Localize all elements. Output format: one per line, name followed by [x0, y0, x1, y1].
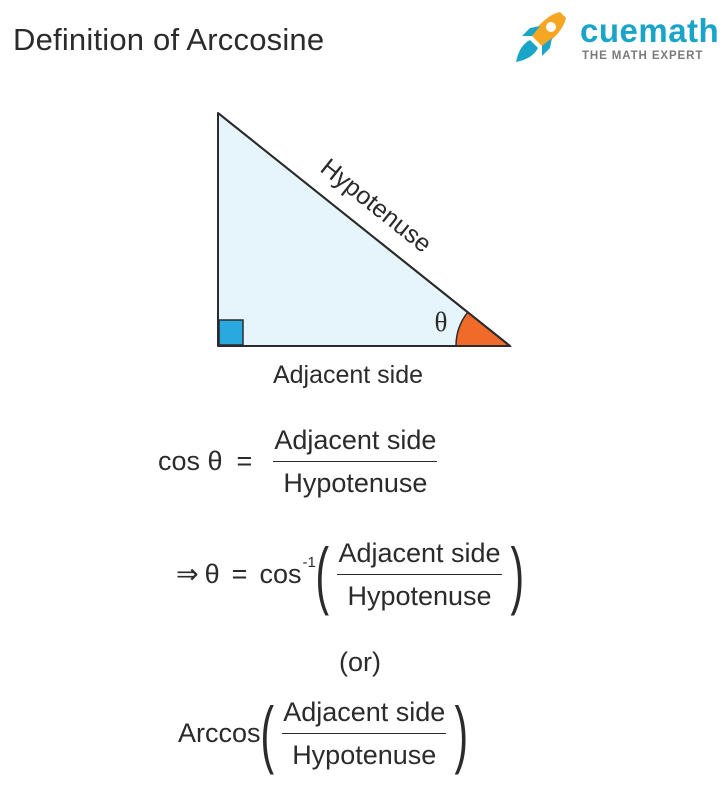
fraction-numerator: Adjacent side	[274, 425, 437, 455]
page-title: Definition of Arccosine	[13, 22, 325, 57]
fraction-numerator: Adjacent side	[283, 697, 446, 727]
right-angle-marker	[218, 319, 244, 346]
fraction-denominator: Hypotenuse	[282, 733, 447, 770]
ratio-fraction: Adjacent side Hypotenuse	[264, 425, 446, 498]
close-paren: )	[454, 692, 469, 775]
brand-name: cuemath	[580, 12, 720, 49]
or-separator: (or)	[339, 647, 381, 677]
open-paren: (	[315, 533, 329, 616]
brand-tagline: THE MATH EXPERT	[582, 50, 704, 62]
close-paren: )	[510, 533, 524, 616]
inverse-cosine-equation: ⇒ θ = cos -1 ( Adjacent side Hypotenuse …	[176, 532, 524, 617]
cosine-definition-equation: cos θ = Adjacent side Hypotenuse	[158, 425, 446, 498]
inverse-exponent: -1	[302, 554, 316, 571]
arccos-expression: Arccos ( Adjacent side Hypotenuse )	[178, 691, 468, 776]
cos-function: cos	[259, 559, 302, 589]
fraction-numerator: Adjacent side	[338, 538, 501, 568]
cuemath-logo: cuemath THE MATH EXPERT	[510, 8, 719, 68]
arccos-function: Arccos	[178, 718, 261, 748]
rocket-icon	[516, 12, 566, 62]
equals-sign: =	[236, 446, 253, 476]
angle-theta-label: θ	[435, 307, 448, 337]
equals-sign: =	[231, 559, 248, 589]
angle-arc	[455, 311, 513, 347]
ratio-fraction: Adjacent side Hypotenuse	[273, 697, 455, 770]
open-paren: (	[260, 692, 274, 775]
cos-theta: cos θ	[158, 446, 223, 476]
fraction-denominator: Hypotenuse	[273, 461, 438, 498]
adjacent-side-label: Adjacent side	[273, 361, 423, 389]
fraction-denominator: Hypotenuse	[337, 574, 502, 611]
right-triangle-diagram: Hypotenuse θ Adjacent side	[217, 112, 513, 389]
theta-symbol: θ	[204, 559, 220, 589]
implies-symbol: ⇒	[176, 559, 199, 589]
ratio-fraction: Adjacent side Hypotenuse	[328, 538, 510, 611]
